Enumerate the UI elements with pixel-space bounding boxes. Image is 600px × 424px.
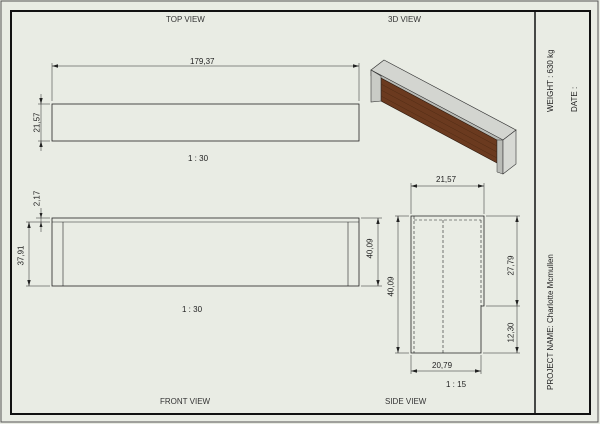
top-view-outline: [51, 103, 360, 142]
front-view-outline: [51, 217, 360, 287]
title-weight: WEIGHT : 630 kg: [546, 49, 555, 112]
side-view-outline: [410, 215, 485, 354]
title-date: DATE :: [570, 86, 579, 112]
bench-left-leg: [370, 69, 382, 103]
side-view-hidden-lines: [413, 216, 482, 353]
side-view: [395, 183, 520, 374]
dim-side-top-width: 21,57: [436, 175, 457, 184]
label-front-view: FRONT VIEW: [160, 397, 211, 406]
bench-right-leg: [502, 129, 517, 175]
scale-front-view: 1 : 30: [182, 305, 203, 314]
scale-side-view: 1 : 15: [446, 380, 467, 389]
dim-side-bottom-width: 20,79: [432, 361, 453, 370]
dim-top-depth: 21,57: [32, 112, 42, 133]
dim-side-lower: 12,30: [506, 322, 516, 343]
inner-frame: [10, 10, 591, 415]
scale-top-view: 1 : 30: [188, 154, 209, 163]
title-project-name: PROJECT NAME: Charlotte Mcmullen: [546, 254, 555, 390]
label-side-view: SIDE VIEW: [385, 397, 427, 406]
front-view: [26, 208, 382, 287]
top-view: [38, 63, 360, 151]
view-3d: [370, 59, 517, 175]
dim-side-height: 40,09: [386, 276, 396, 297]
dim-top-length: 179,37: [190, 57, 215, 66]
dim-side-upper: 27,79: [506, 255, 516, 276]
dim-front-height-right: 40,09: [365, 238, 375, 259]
label-top-view: TOP VIEW: [166, 15, 205, 24]
label-3d-view: 3D VIEW: [388, 15, 421, 24]
dim-front-height-left: 37,91: [16, 245, 26, 266]
dim-front-top-gap: 2,17: [32, 190, 42, 207]
